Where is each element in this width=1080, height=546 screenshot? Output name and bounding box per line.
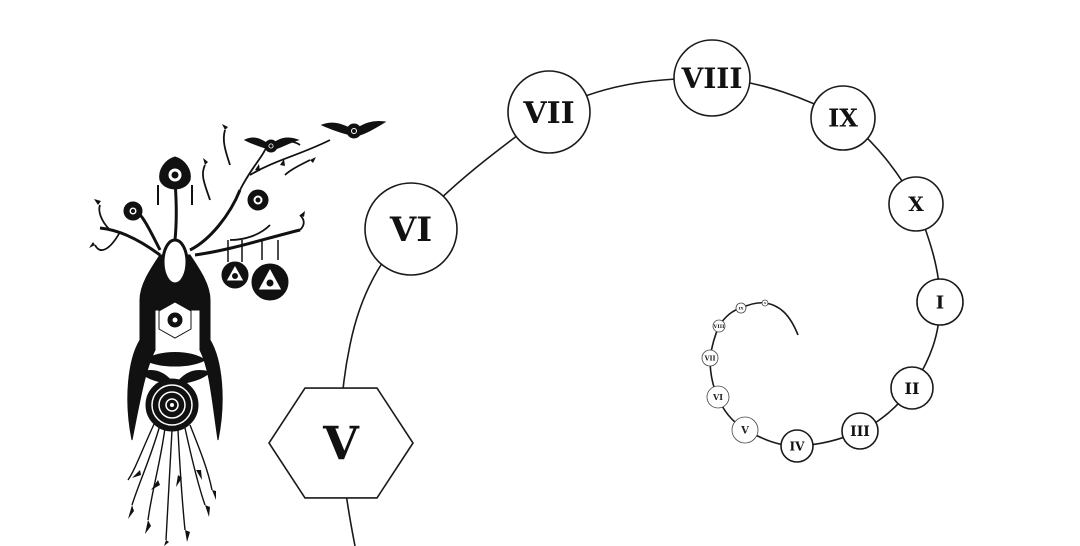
node-circle[interactable] — [916, 278, 964, 326]
node-numeral: IV — [790, 439, 806, 453]
node-numeral: VI — [712, 392, 723, 402]
spiral-node-9[interactable]: IV — [780, 429, 814, 463]
spiral-node-5[interactable]: X — [888, 176, 944, 232]
roots-icon — [127, 421, 213, 541]
node-numeral: VI — [389, 210, 432, 250]
spiral-node-11[interactable]: VI — [706, 385, 730, 409]
spiral-node-12[interactable]: VII — [701, 349, 719, 367]
tree-figure-icon — [89, 121, 387, 546]
spiral-node-6[interactable]: I — [916, 278, 964, 326]
node-numeral: VIII — [713, 324, 726, 330]
node-circle[interactable] — [731, 416, 759, 444]
eye-symbol-icon — [157, 156, 193, 205]
node-circle[interactable] — [888, 176, 944, 232]
triangle-eye-icon — [221, 240, 249, 289]
node-numeral: IX — [828, 104, 858, 133]
triangle-eye-icon — [251, 240, 289, 301]
node-numeral: X — [908, 192, 924, 216]
spiral-node-14[interactable]: IX — [735, 302, 747, 314]
node-circle[interactable] — [890, 366, 934, 410]
node-circle[interactable] — [364, 182, 458, 276]
node-numeral: V — [322, 417, 360, 471]
node-numeral: III — [850, 424, 870, 440]
node-numeral: VII — [703, 354, 715, 362]
node-numeral: X — [764, 301, 767, 305]
node-circle[interactable] — [712, 319, 726, 333]
node-circle[interactable] — [810, 85, 876, 151]
node-numeral: I — [936, 292, 944, 313]
node-numeral: II — [905, 379, 920, 398]
spiral-node-8[interactable]: III — [841, 412, 879, 450]
node-circle[interactable] — [673, 39, 751, 117]
node-numeral: VII — [522, 96, 574, 131]
node-numeral: V — [740, 426, 749, 437]
node-numeral: IX — [739, 305, 745, 310]
bird-eye-icon — [243, 137, 300, 153]
node-circle[interactable] — [780, 429, 814, 463]
spiral-node-15[interactable]: X — [761, 299, 769, 307]
node-circle[interactable] — [507, 70, 591, 154]
active-node-hexagon[interactable] — [268, 387, 414, 499]
node-circle[interactable] — [735, 302, 747, 314]
node-circle[interactable] — [761, 299, 769, 307]
spiral-node-10[interactable]: V — [731, 416, 759, 444]
node-circle[interactable] — [706, 385, 730, 409]
node-circle[interactable] — [701, 349, 719, 367]
branch-eye-left-icon — [123, 201, 143, 221]
branch-eye-right-icon — [247, 189, 269, 211]
spiral-node-4[interactable]: IX — [810, 85, 876, 151]
spiral-node-13[interactable]: VIII — [712, 319, 726, 333]
spiral-target-icon — [145, 378, 199, 432]
spiral-node-0[interactable]: V — [268, 387, 414, 499]
spiral-node-2[interactable]: VII — [507, 70, 591, 154]
spiral-node-3[interactable]: VIII — [673, 39, 751, 117]
spiral-node-1[interactable]: VI — [364, 182, 458, 276]
node-circle[interactable] — [841, 412, 879, 450]
node-numeral: VIII — [680, 62, 742, 95]
bird-eye-icon — [320, 121, 387, 139]
spiral-node-7[interactable]: II — [890, 366, 934, 410]
